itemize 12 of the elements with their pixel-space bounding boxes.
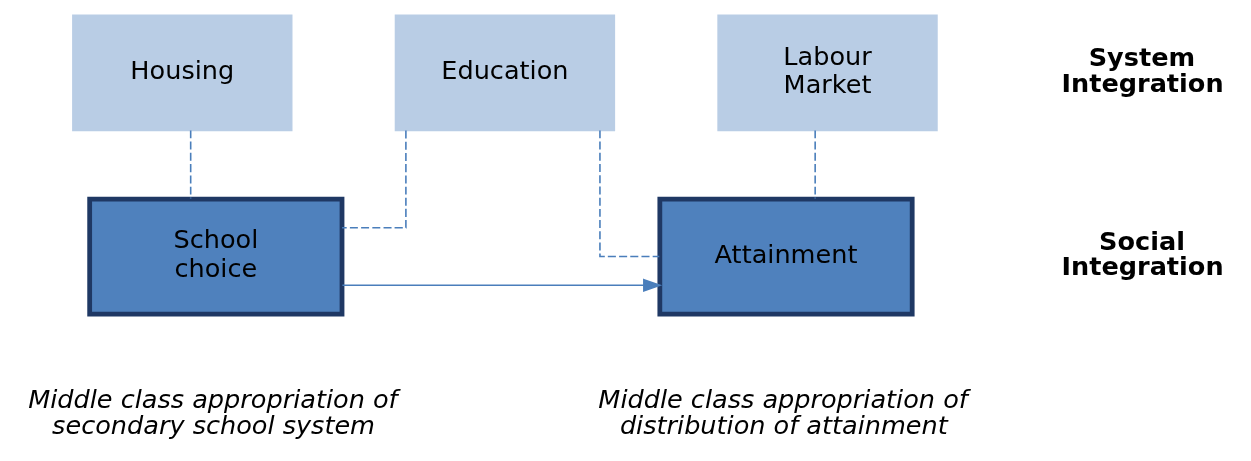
node-box: School choice	[87, 196, 345, 316]
connector	[814, 129, 816, 199]
node-box: Housing	[72, 14, 293, 131]
arrow	[341, 278, 663, 292]
node-box: Labour Market	[717, 14, 938, 131]
label: Social Integration	[1061, 225, 1224, 281]
connector	[189, 129, 192, 199]
node-box: Attainment	[657, 196, 915, 316]
connector	[341, 129, 407, 229]
node-box: Education	[394, 14, 616, 131]
connector	[599, 129, 661, 257]
label: System Integration	[1061, 41, 1224, 98]
